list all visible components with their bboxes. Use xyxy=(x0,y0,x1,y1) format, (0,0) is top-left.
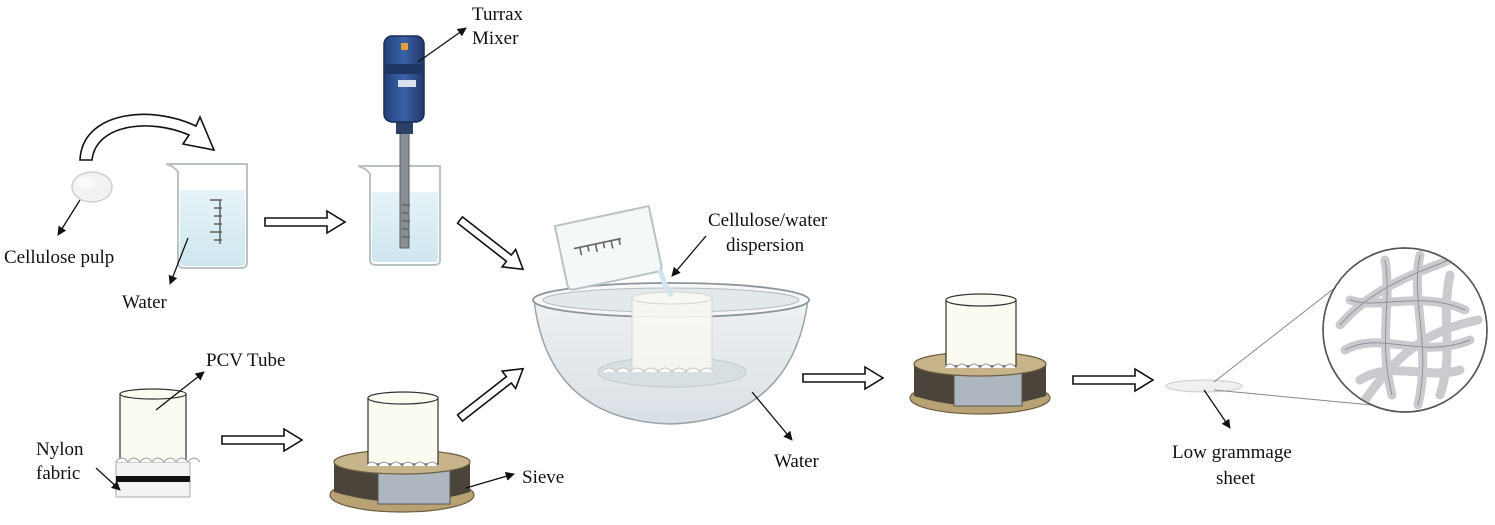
fiber-network-icon xyxy=(1322,247,1488,413)
label-turrax-line2: Mixer xyxy=(472,28,519,49)
label-turrax-line1: Turrax xyxy=(472,4,524,25)
bowl-water-pointer xyxy=(751,391,793,441)
cellulose-pulp-icon xyxy=(71,171,113,203)
zoom-line-bottom xyxy=(1213,389,1383,407)
water-beaker-pointer xyxy=(168,237,189,285)
sheet-icon xyxy=(1165,379,1243,393)
flow-arrow-1 xyxy=(264,209,347,235)
water-beaker-icon xyxy=(165,163,248,269)
pouring-beaker-icon xyxy=(553,204,663,291)
label-pcv-tube: PCV Tube xyxy=(206,350,285,371)
dispersion-pointer xyxy=(671,235,707,277)
label-water-bowl: Water xyxy=(774,451,820,472)
sheet-pointer xyxy=(1203,389,1231,429)
label-cellulose-pulp: Cellulose pulp xyxy=(4,247,114,268)
sieve-pointer xyxy=(465,471,515,489)
flow-arrow-4 xyxy=(456,367,525,423)
nylon-pointer xyxy=(95,467,121,491)
sieve-icon xyxy=(329,391,475,513)
label-sheet-line1: Low grammage xyxy=(1172,442,1292,463)
drained-sieve-icon xyxy=(909,293,1051,415)
tube-pointer xyxy=(155,371,205,411)
label-dispersion-line1: Cellulose/water xyxy=(708,210,828,231)
flow-arrow-6 xyxy=(1072,367,1155,393)
flow-arrow-3 xyxy=(221,427,304,453)
pour-stream xyxy=(657,269,675,298)
basin-icon xyxy=(532,282,810,425)
mixer-pointer xyxy=(417,27,467,63)
label-sheet-line2: sheet xyxy=(1216,468,1256,489)
flow-arrow-2 xyxy=(456,215,525,271)
turrax-mixer-icon xyxy=(357,35,441,266)
label-nylon-line2: fabric xyxy=(36,463,80,484)
label-sieve: Sieve xyxy=(522,467,564,488)
pulp-pointer xyxy=(57,199,81,236)
pvc-tube-icon xyxy=(115,388,201,498)
flow-arrow-5 xyxy=(802,365,885,391)
label-dispersion-line2: dispersion xyxy=(726,235,805,256)
label-nylon-line1: Nylon xyxy=(36,439,84,460)
curved-transfer-arrow xyxy=(79,113,216,161)
label-water-beaker: Water xyxy=(122,292,168,313)
